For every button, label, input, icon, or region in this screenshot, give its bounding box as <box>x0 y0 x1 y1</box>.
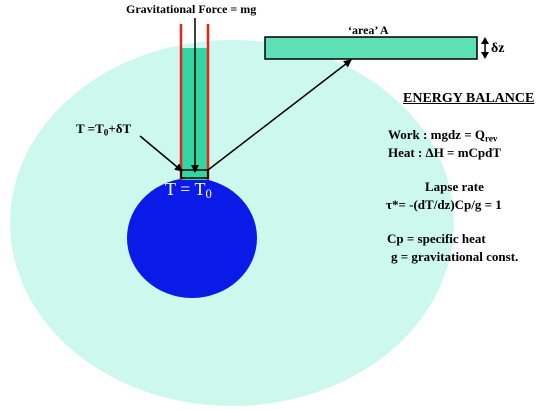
core-sphere <box>127 178 257 298</box>
lapse-rate-heading: Lapse rate <box>425 179 484 194</box>
area-label: ‘area’ A <box>348 23 389 37</box>
core-temperature-label: T = T0 <box>165 179 212 202</box>
heat-equation: Heat : ΔH = mCpdT <box>388 145 502 160</box>
delta-z-arrowhead-top <box>481 37 489 44</box>
cp-definition: Cp = specific heat <box>387 231 486 246</box>
lapse-rate-formula: τ*= -(dT/dz)Cp/g = 1 <box>386 197 502 212</box>
top-temperature-label: T =T0+δT <box>76 121 132 138</box>
delta-z-label: δz <box>491 41 505 56</box>
work-equation: Work : mgdz = Qrev <box>388 127 498 144</box>
gravitational-force-label: Gravitational Force = mg <box>126 2 257 16</box>
g-definition: g = gravitational const. <box>391 249 519 264</box>
energy-balance-heading: ENERGY BALANCE <box>403 91 535 106</box>
delta-z-arrowhead-bottom <box>481 52 489 59</box>
area-pointer-arrow <box>207 59 352 171</box>
temperature-pointer-arrow <box>139 135 183 172</box>
area-slab <box>264 36 478 60</box>
